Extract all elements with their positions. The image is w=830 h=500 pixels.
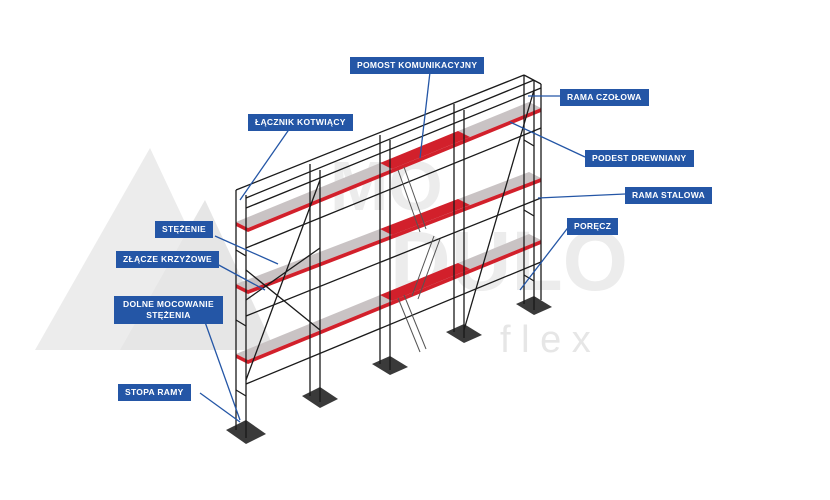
label-stezenie: STĘŻENIE: [155, 221, 213, 238]
steel-frame: [235, 74, 542, 438]
access-deck: [380, 263, 470, 301]
label-zlacze-krzyzowe: ZŁĄCZE KRZYŻOWE: [116, 251, 220, 268]
label-dolne-mocowanie-stezenia: DOLNE MOCOWANIE STĘŻENIA: [114, 296, 223, 324]
leader-lines: [199, 71, 626, 423]
access-deck: [380, 131, 470, 169]
label-dolne-line1: DOLNE MOCOWANIE: [123, 299, 214, 309]
label-dolne-line2: STĘŻENIA: [146, 310, 191, 320]
label-lacznik-kotwiacy: ŁĄCZNIK KOTWIĄCY: [248, 114, 353, 131]
label-podest-drewniany: PODEST DREWNIANY: [585, 150, 694, 167]
label-stopa-ramy: STOPA RAMY: [118, 384, 191, 401]
label-porecz: PORĘCZ: [567, 218, 619, 235]
label-rama-stalowa: RAMA STALOWA: [625, 187, 713, 204]
decks: [236, 102, 541, 364]
access-deck: [380, 199, 470, 235]
label-pomost-komunikacyjny: POMOST KOMUNIKACYJNY: [350, 57, 485, 74]
ladders: [397, 166, 441, 353]
watermark-line3: f l e x: [500, 319, 591, 361]
label-rama-czolowa: RAMA CZOŁOWA: [560, 89, 649, 106]
